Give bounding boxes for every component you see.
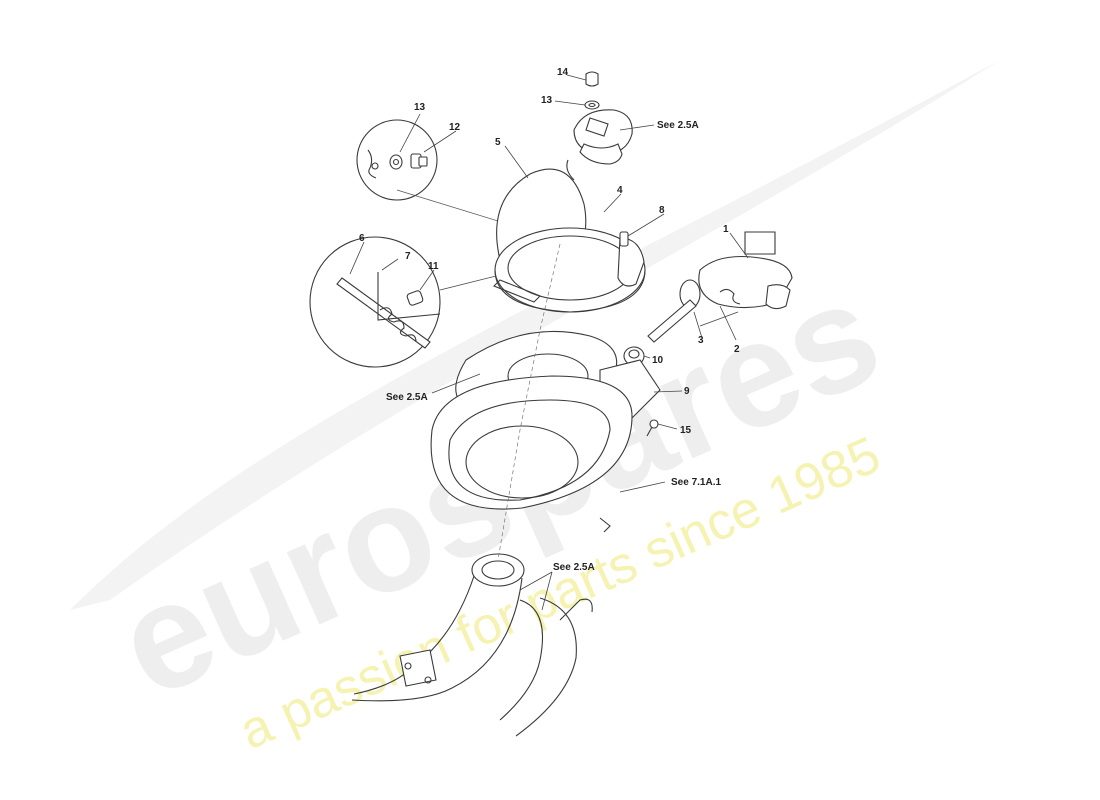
reference-labels: See 2.5A See 2.5A See 7.1A.1 See 2.5A (386, 120, 721, 573)
ref-body-panel: See 7.1A.1 (671, 477, 721, 488)
callout-2: 2 (734, 344, 740, 355)
callout-11: 11 (428, 261, 439, 272)
flap-actuator (647, 231, 793, 343)
callout-14: 14 (557, 67, 569, 78)
leader-lines (349, 74, 749, 611)
callout-9: 9 (684, 386, 690, 397)
watermark-swoosh (70, 60, 1000, 610)
callout-5: 5 (495, 137, 501, 148)
callout-15: 15 (680, 425, 692, 436)
ref-filler-neck: See 2.5A (553, 562, 595, 573)
callout-13-cap: 13 (541, 95, 553, 106)
callout-4: 4 (617, 185, 623, 196)
callout-1: 1 (723, 224, 729, 235)
detail-view-spring-hinge (309, 236, 521, 368)
filler-cap (566, 71, 633, 181)
callout-6: 6 (359, 233, 365, 244)
ref-seal: See 2.5A (386, 392, 428, 403)
fuel-flap-assembly (493, 168, 646, 313)
callout-13-detail: 13 (414, 102, 426, 113)
filler-neck (351, 553, 593, 737)
body-panel-bowl (430, 375, 633, 533)
callout-8: 8 (659, 205, 665, 216)
callouts: 14 13 13 12 5 4 8 1 6 7 11 3 2 10 9 15 (359, 67, 740, 436)
assembly-axis (497, 243, 561, 561)
ref-cap: See 2.5A (657, 120, 699, 131)
callout-3: 3 (698, 335, 704, 346)
callout-12: 12 (449, 122, 461, 133)
callout-7: 7 (405, 251, 411, 262)
callout-10: 10 (652, 355, 664, 366)
